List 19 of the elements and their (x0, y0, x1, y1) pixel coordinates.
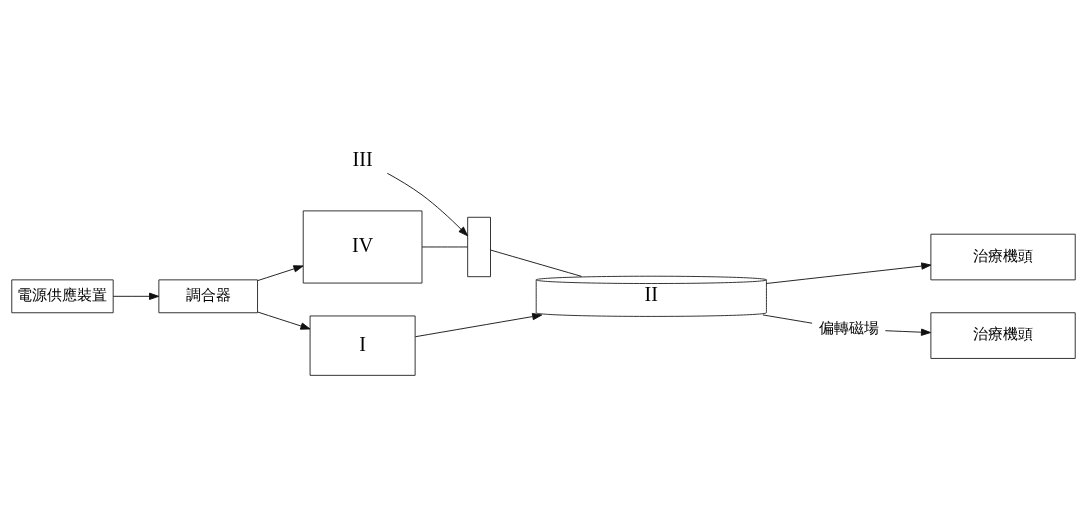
arrow (766, 261, 932, 284)
arrow (884, 328, 932, 336)
connector (421, 246, 468, 247)
node-text: 偏轉磁場 (818, 318, 879, 336)
node-box: IV (302, 209, 423, 284)
arrow (257, 264, 304, 281)
connector (490, 249, 583, 277)
node-box: 治療機頭 (930, 233, 1076, 280)
arrow (112, 292, 160, 300)
connector (762, 313, 813, 324)
arrow (257, 311, 311, 330)
node-box: 電源供應裝置 (11, 278, 114, 313)
node-text: III (352, 147, 373, 170)
node-box (467, 216, 491, 277)
arrow (386, 172, 469, 236)
node-box: 調合器 (158, 278, 258, 313)
node-box: I (309, 315, 416, 376)
arrow (415, 312, 543, 337)
node-box: 治療機頭 (930, 311, 1076, 359)
